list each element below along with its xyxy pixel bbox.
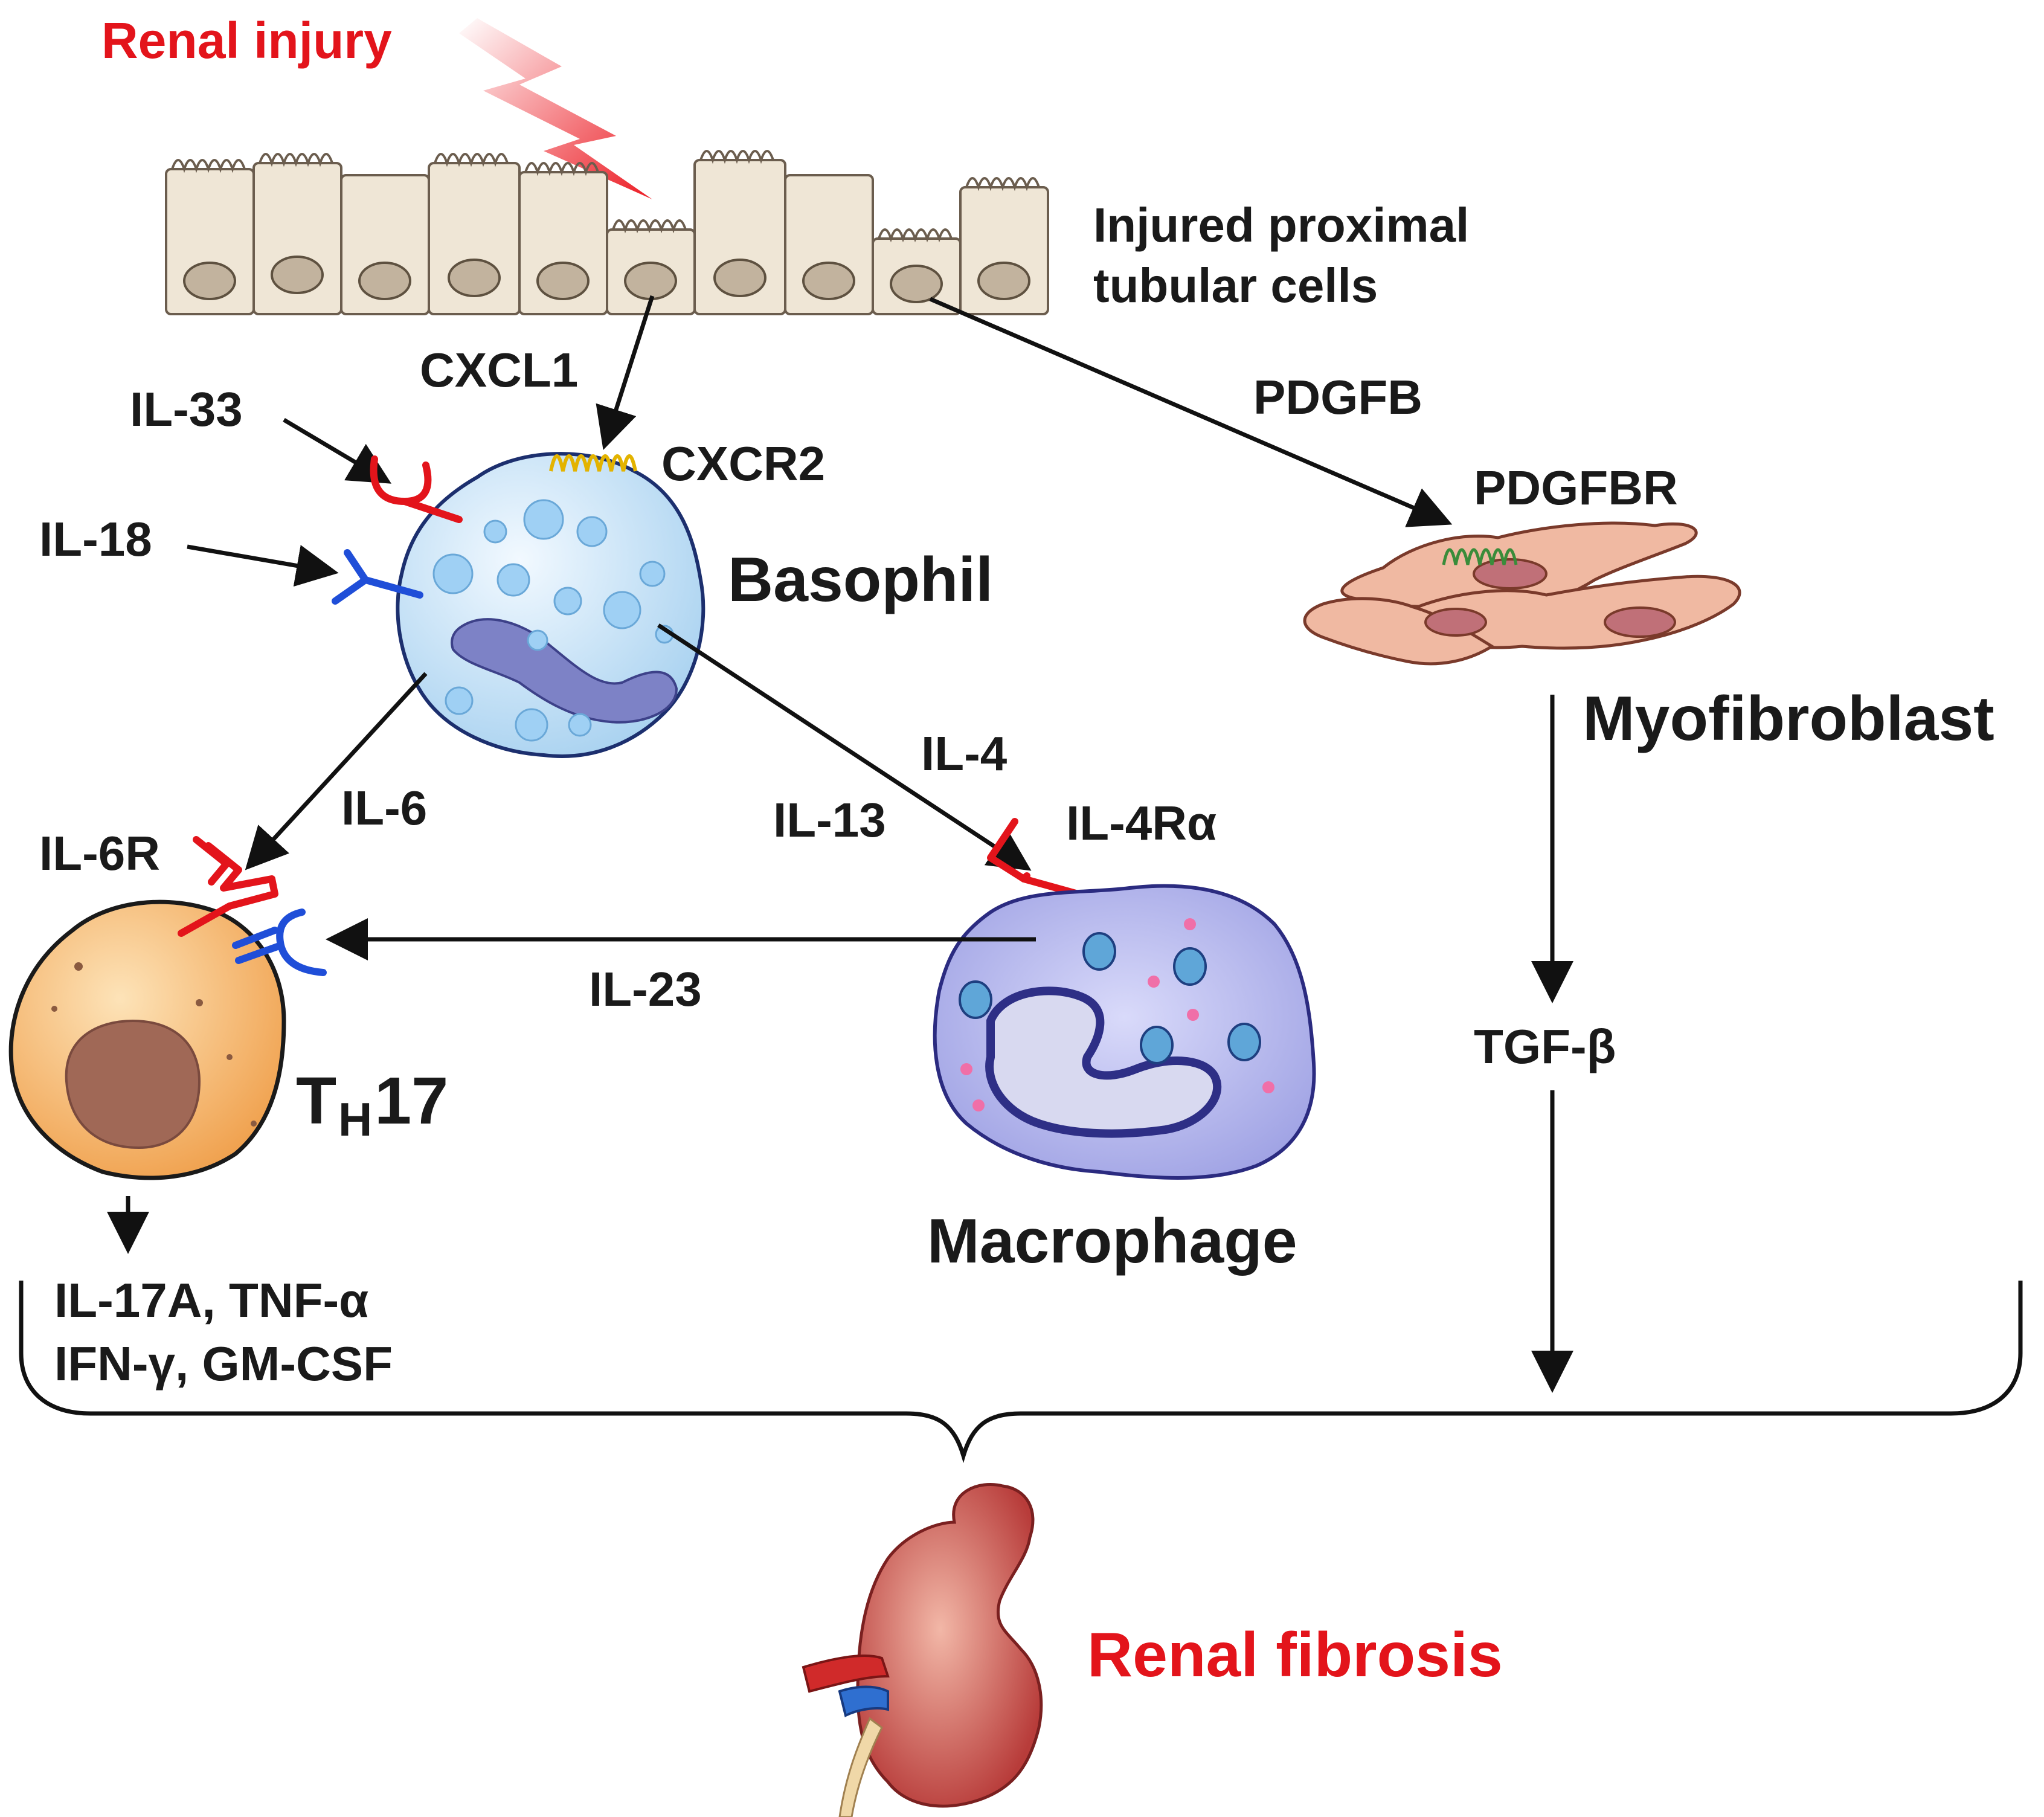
il4-label: IL-4 [921,727,1008,780]
il13-label: IL-13 [773,793,886,847]
tubular-cells-label-line1: Injured proximal [1093,198,1469,252]
il6-label: IL-6 [341,781,427,835]
il18-receptor-icon [332,549,423,605]
il18-label: IL-18 [39,512,152,566]
il6r-receptor-icon [178,836,278,937]
il6-arrow [245,672,428,870]
cxcr2-label: CXCR2 [661,437,825,490]
il18-arrow [187,544,339,587]
cxcr2-receptor-icon [549,454,637,472]
pdgfb-arrow [929,297,1453,527]
kidney-icon [802,1483,1043,1817]
il33-receptor-icon [370,455,463,523]
macrophage-cell [933,884,1316,1180]
basophil-cell [396,452,705,758]
il23-receptor-icon [232,908,327,976]
il33-arrow [283,417,392,484]
pdgfbr-receptor-icon [1442,548,1518,565]
th17-label-num: 17 [374,1064,448,1138]
macrophage-nucleus [985,986,1222,1138]
th17-label-sub: H [338,1093,372,1146]
il6r-label: IL-6R [39,826,160,880]
tubular-cells-label-line2: tubular cells [1093,259,1378,312]
tubular-microvilli [171,150,1040,243]
th17-label-main: T [296,1064,336,1138]
renal-fibrosis-label: Renal fibrosis [1087,1620,1503,1690]
pdgfb-label: PDGFB [1253,370,1422,424]
il4ra-receptor-icon [987,818,1082,898]
pdgfbr-label: PDGFBR [1474,461,1678,515]
myofibroblast-nuclei [1424,558,1676,638]
il23-label: IL-23 [589,962,702,1016]
cytokines-label-line1: IL-17A, TNF-α [54,1273,368,1327]
lightning-bolt-icon [459,18,652,199]
cxcl1-label: CXCL1 [420,343,578,397]
cytokines-label-line2: IFN-γ, GM-CSF [54,1337,393,1391]
il4ra-label: IL-4Rα [1066,796,1216,850]
tgfb-label: TGF-β [1474,1020,1616,1073]
convergence-brace [19,1281,2023,1464]
cxcl1-arrow [596,295,655,451]
il4-il13-arrow [657,623,1032,871]
myofibroblast-label: Myofibroblast [1583,684,1994,754]
tubular-nuclei [183,256,1030,303]
macrophage-label: Macrophage [927,1206,1297,1276]
renal-injury-label: Renal injury [101,12,392,69]
basophil-label: Basophil [728,545,993,615]
th17-nucleus [65,1019,201,1150]
myofibroblast-cells [1303,521,1741,666]
il33-label: IL-33 [130,382,243,436]
